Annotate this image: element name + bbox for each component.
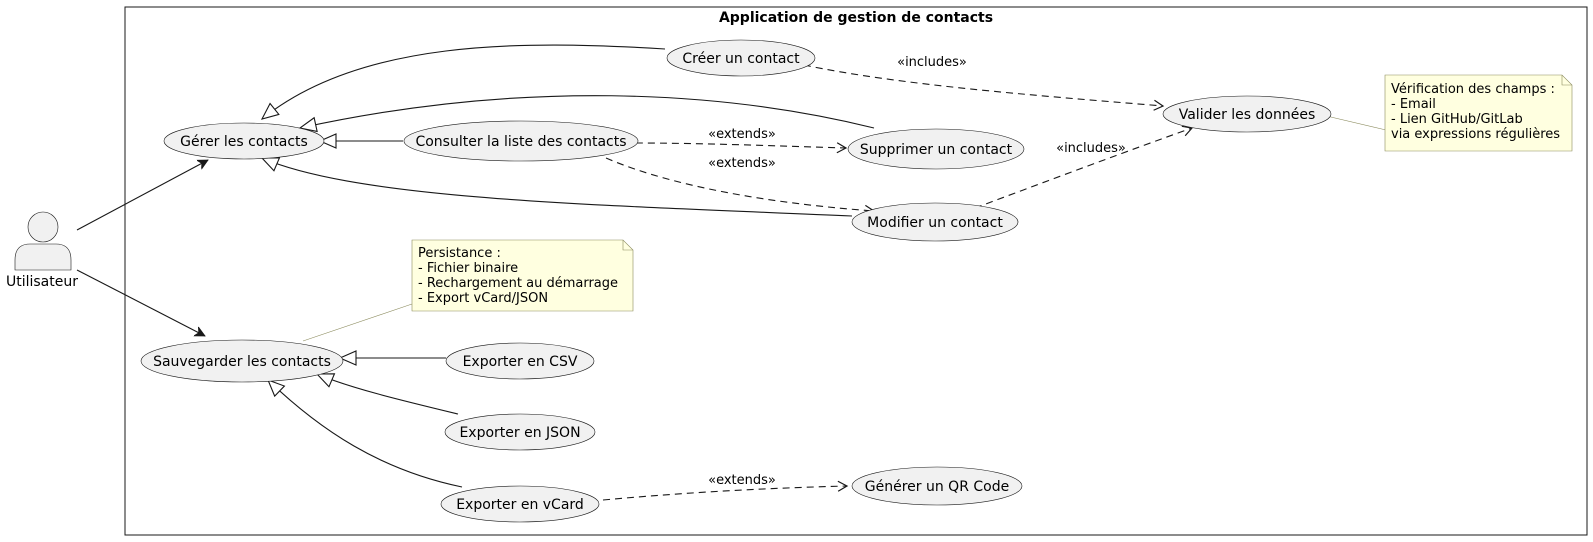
- use-case-supprimer[interactable]: Supprimer un contact: [847, 128, 1025, 170]
- association-gerer: [76, 159, 208, 231]
- use-case-label: Exporter en CSV: [463, 354, 578, 370]
- use-case-label: Modifier un contact: [867, 215, 1003, 231]
- use-case-consulter[interactable]: Consulter la liste des contacts: [403, 120, 639, 162]
- extend-label-consulter-modifier: «extends»: [708, 156, 776, 171]
- use-case-label: Exporter en vCard: [456, 497, 584, 513]
- extend-consulter-modifier: [605, 157, 876, 216]
- generalization-creer: [260, 44, 666, 120]
- note-line: - Fichier binaire: [418, 261, 518, 276]
- use-case-modifier[interactable]: Modifier un contact: [851, 202, 1019, 242]
- note-persistance: Persistance : - Fichier binaire - Rechar…: [411, 239, 634, 312]
- extend-label-consulter-supprimer: «extends»: [708, 127, 776, 142]
- extend-label-vcard-qr: «extends»: [708, 473, 776, 488]
- note-link-persistance: [302, 303, 413, 342]
- system-title: Application de gestion de contacts: [719, 10, 993, 26]
- use-case-vcard[interactable]: Exporter en vCard: [440, 485, 600, 523]
- extend-vcard-qr: [602, 480, 849, 501]
- generalization-json: [315, 373, 459, 415]
- use-case-valider[interactable]: Valider les données: [1162, 95, 1332, 133]
- generalization-supprimer: [298, 95, 875, 133]
- include-creer-valider: [803, 64, 1165, 111]
- use-case-creer[interactable]: Créer un contact: [666, 39, 816, 77]
- use-case-json[interactable]: Exporter en JSON: [444, 413, 596, 451]
- person-icon: [14, 211, 72, 271]
- use-case-label: Supprimer un contact: [860, 142, 1013, 158]
- note-line: Vérification des champs :: [1391, 82, 1555, 97]
- use-case-label: Sauvegarder les contacts: [153, 354, 331, 370]
- note-line: - Lien GitHub/GitLab: [1391, 112, 1523, 127]
- include-label-creer-valider: «includes»: [897, 55, 967, 70]
- use-case-gerer[interactable]: Gérer les contacts: [163, 122, 325, 160]
- note-validation: Vérification des champs : - Email - Lien…: [1384, 74, 1573, 152]
- include-modifier-valider: [974, 125, 1194, 209]
- use-case-label: Gérer les contacts: [180, 134, 308, 150]
- note-line: Persistance :: [418, 246, 501, 261]
- include-label-modifier-valider: «includes»: [1056, 141, 1126, 156]
- generalization-vcard: [267, 379, 463, 488]
- actor-label: Utilisateur: [6, 274, 78, 290]
- use-case-label: Exporter en JSON: [459, 425, 580, 441]
- generalization-modifier: [260, 157, 853, 217]
- system-boundary: [124, 6, 1588, 536]
- note-line: - Export vCard/JSON: [418, 291, 548, 306]
- note-line: - Email: [1391, 97, 1436, 112]
- actor-utilisateur[interactable]: Utilisateur: [6, 211, 78, 290]
- association-sauvegarder: [76, 269, 205, 337]
- use-case-label: Créer un contact: [682, 51, 800, 67]
- extend-consulter-supprimer: [635, 142, 848, 154]
- note-line: via expressions régulières: [1391, 127, 1560, 142]
- use-case-label: Générer un QR Code: [865, 479, 1009, 495]
- note-line: - Rechargement au démarrage: [418, 276, 618, 291]
- use-case-label: Valider les données: [1179, 107, 1316, 123]
- use-case-csv[interactable]: Exporter en CSV: [445, 342, 595, 380]
- use-case-label: Consulter la liste des contacts: [415, 134, 626, 150]
- use-case-qr[interactable]: Générer un QR Code: [851, 466, 1023, 506]
- use-case-sauvegarder[interactable]: Sauvegarder les contacts: [140, 339, 344, 383]
